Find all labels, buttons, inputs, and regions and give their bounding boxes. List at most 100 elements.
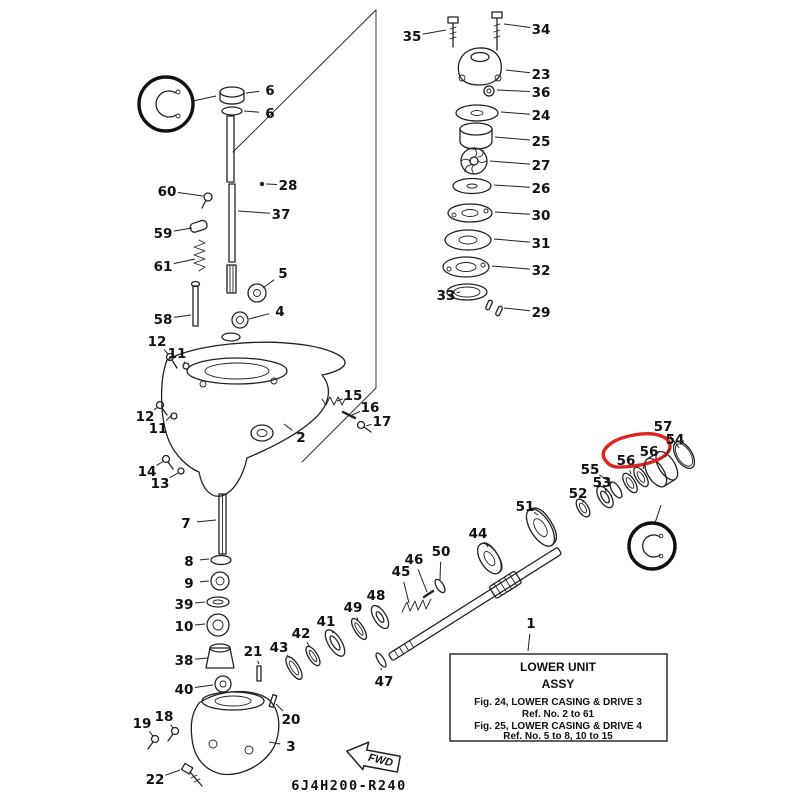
leader-line-37 [237, 210, 271, 214]
info-line: Ref. No. 2 to 61 [522, 709, 595, 720]
part-label-7: 7 [181, 516, 190, 532]
lower-casing [155, 341, 372, 497]
leader-line-8 [199, 558, 210, 561]
leader-line-61 [173, 258, 196, 265]
leader-line-56 [629, 470, 632, 475]
part-label-48: 48 [367, 588, 386, 604]
leader-line-41 [331, 630, 334, 634]
leader-line-21 [257, 660, 260, 665]
leader-line-44 [483, 541, 489, 548]
leader-line-45 [403, 581, 410, 604]
part-label-39: 39 [175, 597, 194, 613]
part-label-12: 12 [136, 409, 155, 425]
part-label-46: 46 [405, 552, 424, 568]
part-label-43: 43 [270, 640, 289, 656]
leader-line-11 [165, 414, 173, 421]
part-label-49: 49 [344, 600, 363, 616]
part-label-36: 36 [532, 85, 551, 101]
part-label-58: 58 [154, 312, 173, 328]
part-label-15: 15 [344, 388, 363, 404]
part-label-4: 4 [275, 304, 284, 320]
leader-line-59 [173, 227, 193, 232]
leader-line-18 [170, 724, 174, 729]
part-label-11: 11 [149, 421, 168, 437]
circlip-inset-icon-left [137, 75, 195, 133]
part-label-11: 11 [168, 346, 187, 362]
leader-line-12 [163, 349, 169, 355]
part-label-13: 13 [151, 476, 170, 492]
info-line: Fig. 25, LOWER CASING & DRIVE 4 [474, 721, 642, 732]
leader-line-42 [306, 642, 311, 648]
leader-line-46 [417, 569, 428, 593]
leader-line-28 [265, 183, 278, 185]
forward-gear-stack [205, 493, 262, 693]
leader-line-38 [194, 657, 209, 660]
info-line: Fig. 24, LOWER CASING & DRIVE 3 [474, 697, 642, 708]
part-label-42: 42 [292, 626, 311, 642]
part-label-29: 29 [532, 305, 551, 321]
leader-line-11 [183, 361, 186, 364]
driveshaft-assembly [137, 75, 267, 342]
part-label-26: 26 [532, 181, 551, 197]
part-label-24: 24 [532, 108, 551, 124]
part-label-51: 51 [516, 499, 535, 515]
leader-line-3 [268, 741, 281, 745]
part-label-23: 23 [532, 67, 551, 83]
leader-line-19 [148, 731, 154, 737]
part-label-17: 17 [373, 414, 392, 430]
leader-line-47 [380, 667, 382, 671]
leader-line-56 [642, 461, 646, 470]
leader-line-7 [196, 519, 217, 523]
part-label-27: 27 [532, 158, 551, 174]
info-line: Ref. No. 5 to 8, 10 to 15 [503, 731, 613, 742]
fwd-label: FWD [367, 752, 394, 770]
part-label-44: 44 [469, 526, 488, 542]
leader-line-43 [286, 654, 291, 659]
part-label-6: 6 [265, 83, 274, 99]
leader-line-49 [356, 617, 359, 621]
part-label-54: 54 [666, 432, 685, 448]
part-label-2: 2 [296, 430, 305, 446]
leader-line-6 [243, 110, 260, 113]
part-label-32: 32 [532, 263, 551, 279]
part-label-59: 59 [154, 226, 173, 242]
part-label-56: 56 [640, 444, 659, 460]
leader-line-22 [165, 769, 181, 776]
leader-line-1 [527, 633, 531, 652]
leader-line-23 [505, 69, 531, 74]
part-label-45: 45 [392, 564, 411, 580]
highlight-circle-56 [601, 432, 672, 469]
part-label-28: 28 [279, 178, 298, 194]
leader-line-58 [173, 314, 192, 318]
leader-line-40 [194, 684, 214, 688]
section-divider-lines [232, 9, 377, 463]
leader-line-32 [491, 265, 531, 270]
part-label-1: 1 [526, 616, 535, 632]
part-label-5: 5 [278, 266, 287, 282]
part-label-30: 30 [532, 208, 551, 224]
leader-line-34 [503, 23, 531, 28]
leader-line-5 [262, 279, 275, 289]
leader-line-27 [489, 160, 531, 165]
leader-line-29 [503, 307, 531, 312]
leader-line-48 [378, 605, 380, 609]
part-label-8: 8 [184, 554, 193, 570]
leader-line-35 [422, 29, 447, 35]
leader-line-54 [664, 448, 671, 458]
part-label-31: 31 [532, 236, 551, 252]
part-label-37: 37 [272, 207, 291, 223]
fwd-arrow: FWD [346, 741, 401, 773]
leader-line-26 [493, 184, 531, 188]
part-label-34: 34 [532, 22, 551, 38]
leader-line-10 [194, 623, 206, 626]
leader-line-14 [156, 460, 165, 466]
part-label-55: 55 [581, 462, 600, 478]
propeller-shaft-assembly [285, 440, 696, 680]
leader-line-6 [245, 90, 260, 94]
water-pump-assembly [442, 11, 503, 317]
part-label-6: 6 [265, 106, 274, 122]
part-label-61: 61 [154, 259, 173, 275]
